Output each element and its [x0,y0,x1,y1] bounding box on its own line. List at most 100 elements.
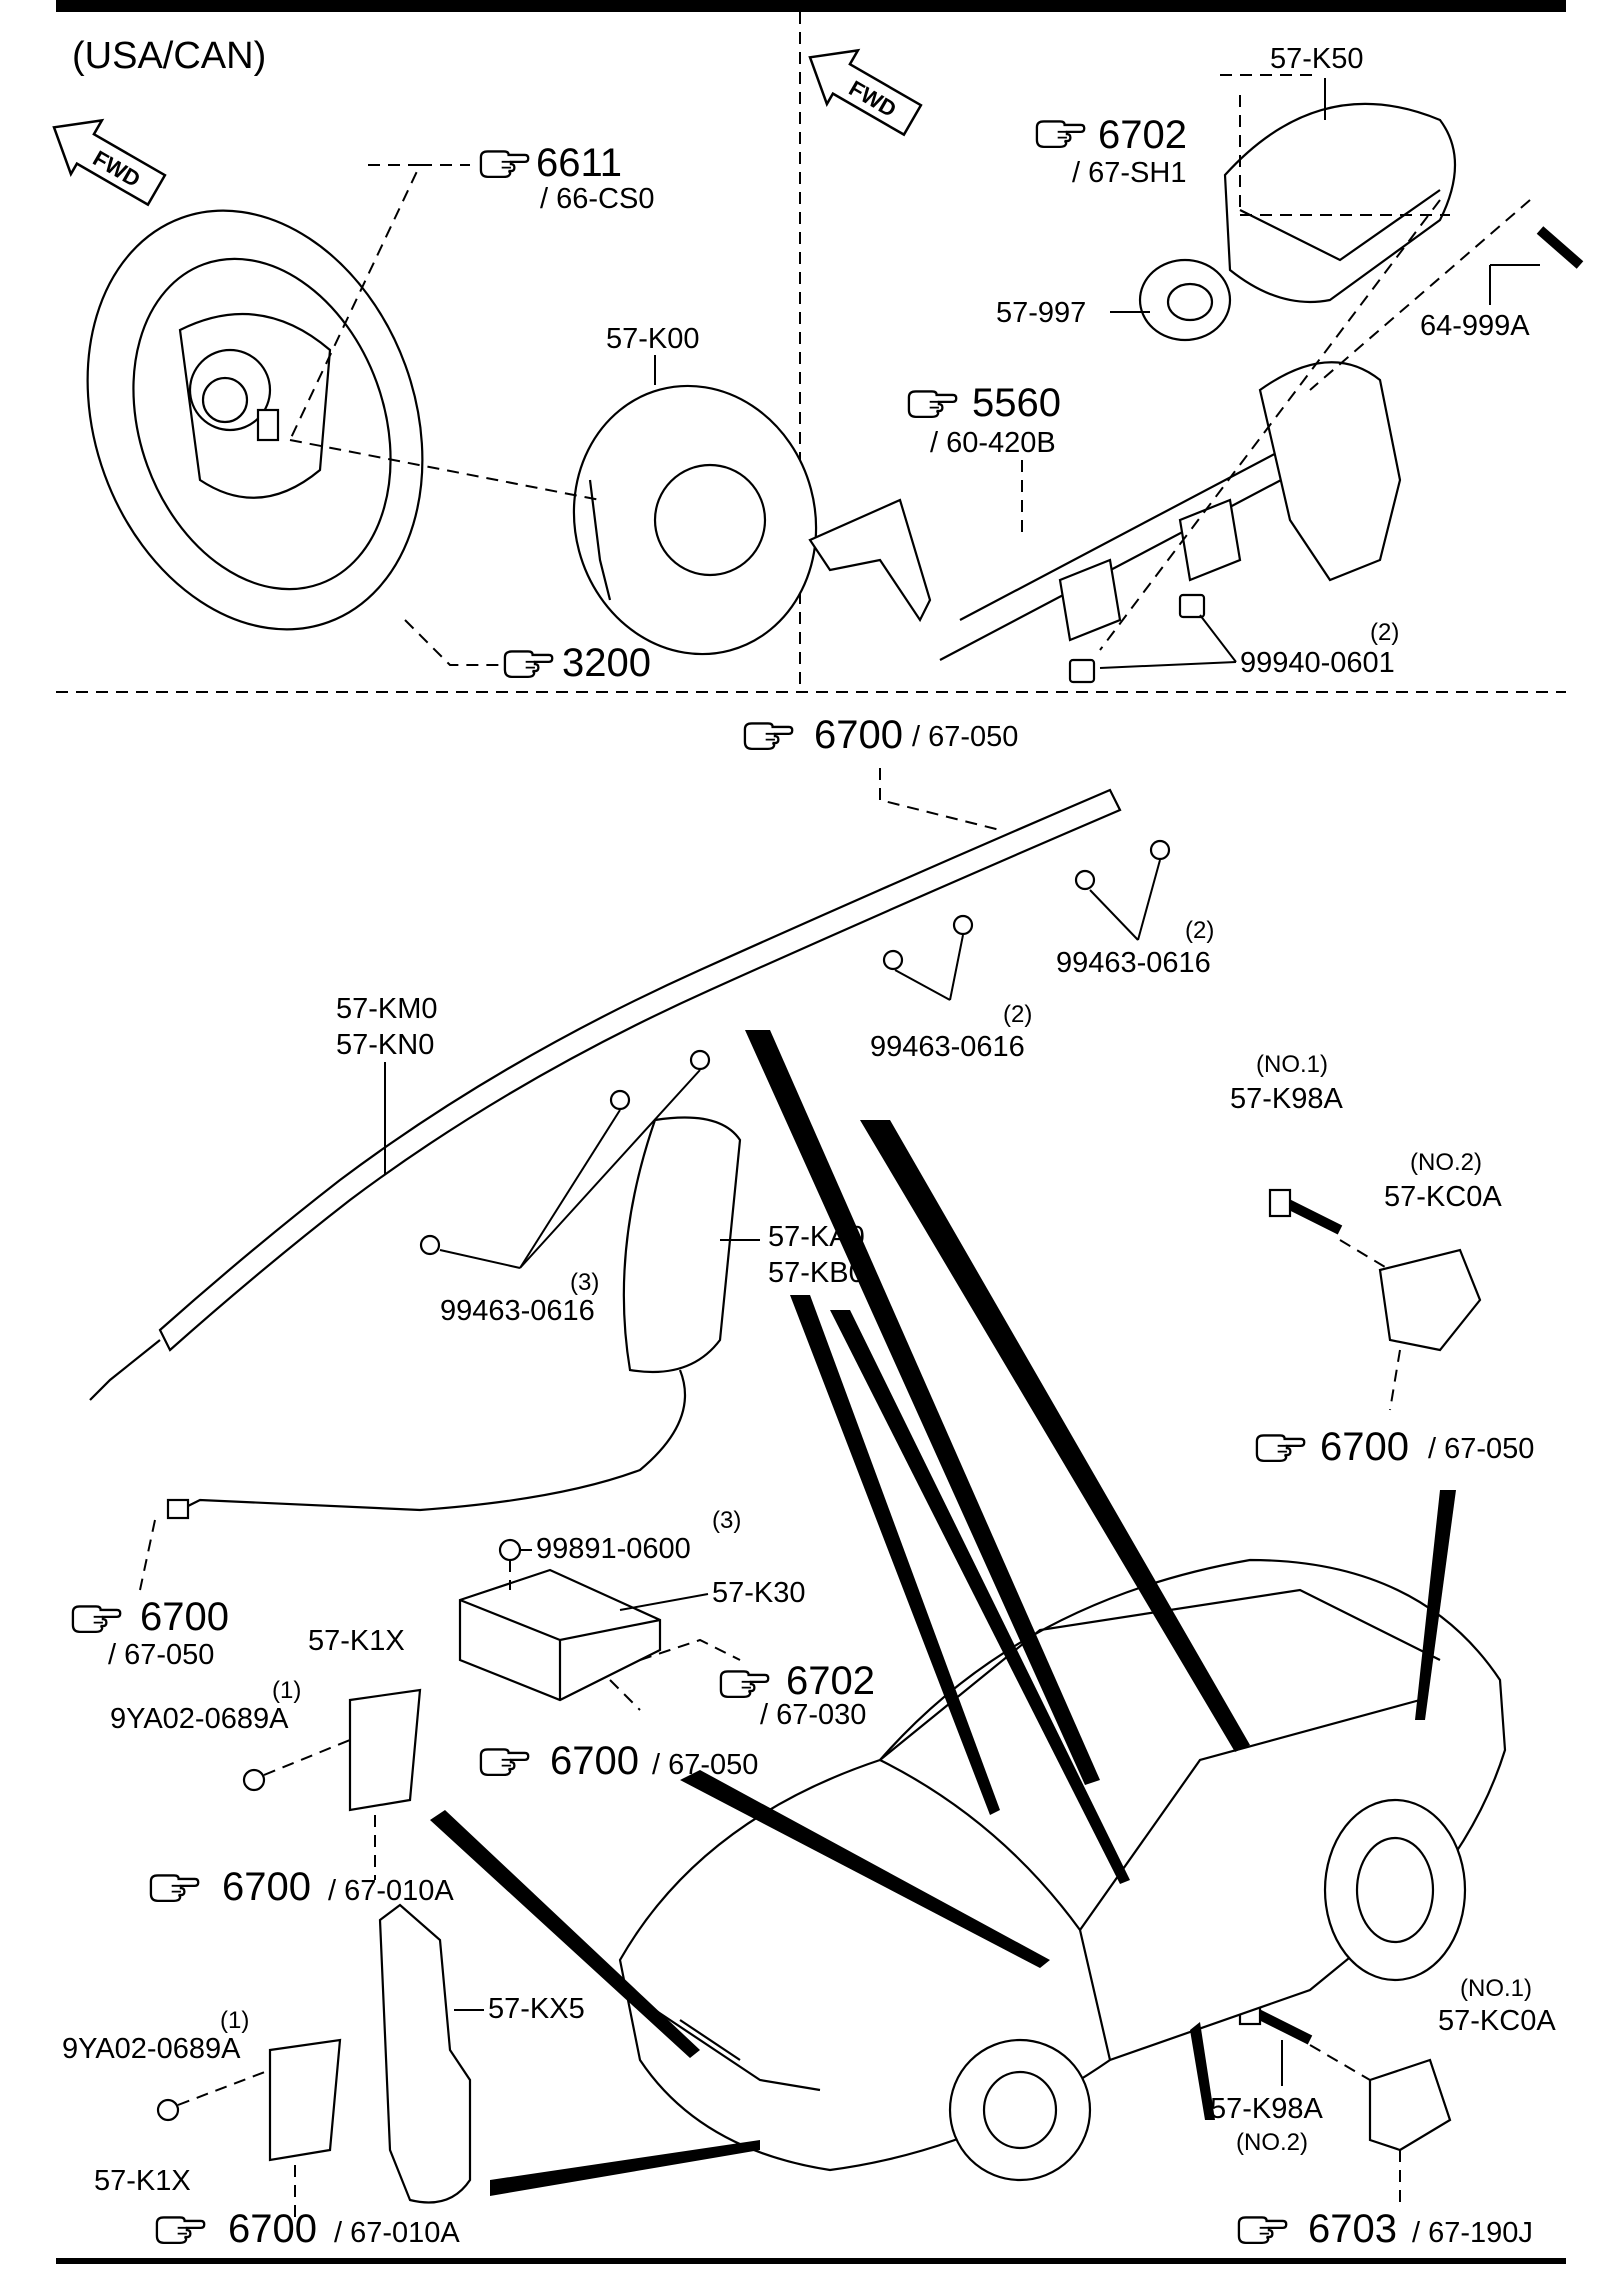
passenger-airbag-drawing [1138,102,1456,342]
hand-pointer-icon [743,722,794,750]
ref-6702-mid-number: 6702 [786,1659,875,1703]
ref-5560: 5560 / 60-420B [907,381,1061,459]
bolt-99463-0616-drawing [419,839,1171,1256]
part-label-99940-0601: 99940-0601 [1240,647,1395,679]
control-module-drawing [458,1538,662,1702]
hand-pointer-icon [719,1670,770,1698]
hand-pointer-icon [479,1748,530,1776]
ref-6700-k1x-top-number: 6700 [222,1865,311,1909]
ref-6700-k1x-top: 6700 / 67-010A [149,1865,454,1909]
ref-6700-k1x-bottom-sub: / 67-010A [334,2217,460,2249]
qty-99940-0601: (2) [1370,619,1399,646]
part-label-57-k00: 57-K00 [606,323,700,355]
qty-no1-top: (NO.1) [1256,1051,1328,1078]
part-label-57-k50: 57-K50 [1270,43,1364,75]
fwd-arrow-icon: FWD [52,118,167,207]
ref-6700-k1x-top-sub: / 67-010A [328,1875,454,1907]
ref-6702-top-number: 6702 [1098,113,1187,157]
qty-no2-top: (NO.2) [1410,1149,1482,1176]
region-label: (USA/CAN) [72,35,266,77]
ref-6700-top-number: 6700 [814,713,903,757]
part-label-99891-0600: 99891-0600 [536,1533,691,1565]
part-label-64-999a: 64-999A [1420,310,1530,342]
part-label-9ya02-0689a-bottom: 9YA02-0689A [62,2033,241,2065]
ref-6611: 6611 / 66-CS0 [479,141,654,215]
hand-pointer-icon [71,1605,122,1633]
ref-6702-top: 6702 / 67-SH1 [1035,113,1187,189]
qty-no1-bottom: (NO.1) [1460,1975,1532,2002]
qty-99891-0600: (3) [712,1507,741,1534]
ref-3200-number: 3200 [562,641,651,685]
ref-6700-left-sub: / 67-050 [108,1639,214,1671]
ref-5560-sub: / 60-420B [930,427,1056,459]
hand-pointer-icon [503,650,554,678]
curtain-airbag-drawing [89,788,1122,1401]
hand-pointer-icon [1035,120,1086,148]
qty-no2-bottom: (NO.2) [1236,2129,1308,2156]
ref-6703-sub: / 67-190J [1412,2217,1533,2249]
part-label-57-k1x-bottom: 57-K1X [94,2165,191,2197]
part-label-57-kn0: 57-KN0 [336,1029,434,1061]
part-label-57-kc0a-bottom: 57-KC0A [1438,2005,1556,2037]
ref-6700-left: 6700 / 67-050 [71,1595,229,1671]
ref-6702-mid-sub: / 67-030 [760,1699,866,1731]
ref-6700-right-sub: / 67-050 [1428,1433,1534,1465]
ref-6611-sub: / 66-CS0 [540,183,654,215]
part-label-99463-0616-b: 99463-0616 [870,1031,1025,1063]
ref-6702-mid: 6702 / 67-030 [719,1659,875,1731]
impact-sensor-right-top: (NO.1) 57-K98A (NO.2) 57-KC0A [1230,1051,1502,1411]
front-sensor-bottom: (1) 9YA02-0689A 57-K1X [62,2007,342,2220]
ref-6611-number: 6611 [536,141,622,185]
ref-6703-number: 6703 [1308,2207,1397,2251]
ref-6700-top-sub: / 67-050 [912,721,1018,753]
hand-pointer-icon [155,2216,206,2244]
driver-airbag-drawing [572,384,818,656]
ref-6700-mid: 6700 / 67-050 [479,1739,758,1783]
ref-6700-k1x-bottom: 6700 / 67-010A [155,2207,460,2251]
part-label-57-997: 57-997 [996,297,1086,329]
screw-64-999a-drawing [1536,226,1584,269]
part-label-99463-0616-a: 99463-0616 [1056,947,1211,979]
ref-5560-number: 5560 [972,381,1061,425]
part-label-57-kx5: 57-KX5 [488,1993,585,2025]
ref-6700-right: 6700 / 67-050 [1255,1425,1534,1469]
part-label-57-k1x-top: 57-K1X [308,1625,405,1657]
ref-6703: 6703 / 67-190J [1237,2207,1533,2251]
nut-99940-0601-drawing [1068,593,1206,684]
car-drawing [618,1558,1507,2182]
qty-9ya-top: (1) [272,1677,301,1704]
side-airbag-drawing [166,1116,742,1520]
hand-pointer-icon [1255,1434,1306,1462]
part-label-57-kb0: 57-KB0 [768,1257,865,1289]
qty-99463-0616-b: (2) [1003,1001,1032,1028]
ref-6700-right-number: 6700 [1320,1425,1409,1469]
impact-sensor-right-bottom: (NO.1) 57-KC0A 57-K98A (NO.2) [1210,1975,1556,2210]
fwd-arrow-icon: FWD [808,48,923,137]
ref-3200: 3200 [503,641,651,685]
hand-pointer-icon [479,150,530,178]
part-label-57-kc0a-top: 57-KC0A [1384,1181,1502,1213]
sensor-cover-drawing [378,1903,472,2204]
ref-6700-left-number: 6700 [140,1595,229,1639]
steering-wheel-drawing [86,209,424,631]
ref-6700-mid-number: 6700 [550,1739,639,1783]
location-pointers [430,1030,1456,2196]
ref-6700-top: 6700 / 67-050 [743,713,1018,757]
hand-pointer-icon [1237,2216,1288,2244]
qty-99463-0616-a: (2) [1185,917,1214,944]
dashboard-bracket-drawing [808,361,1402,661]
part-label-9ya02-0689a-top: 9YA02-0689A [110,1703,289,1735]
part-label-99463-0616-c: 99463-0616 [440,1295,595,1327]
hand-pointer-icon [149,1874,200,1902]
qty-9ya-bottom: (1) [220,2007,249,2034]
ref-6702-top-sub: / 67-SH1 [1072,157,1186,189]
part-label-57-km0: 57-KM0 [336,993,438,1025]
part-label-57-k30: 57-K30 [712,1577,806,1609]
ref-6700-k1x-bottom-number: 6700 [228,2207,317,2251]
qty-99463-0616-c: (3) [570,1269,599,1296]
part-label-57-k98a-bottom: 57-K98A [1210,2093,1324,2125]
hand-pointer-icon [907,390,958,418]
part-label-57-k98a-top: 57-K98A [1230,1083,1344,1115]
front-sensor-top: 57-K1X (1) 9YA02-0689A [110,1625,422,1880]
